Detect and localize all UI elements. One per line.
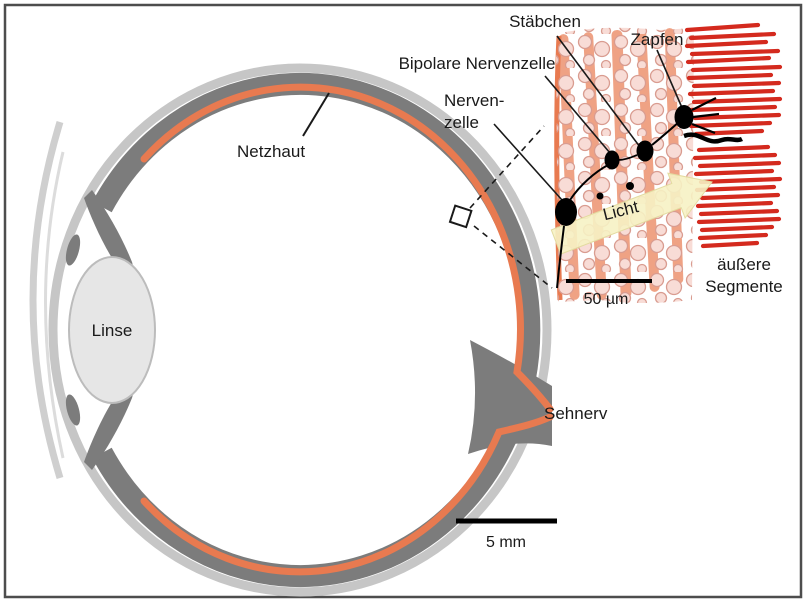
outer-segments-top [684, 22, 783, 137]
synapse-dot-1 [626, 182, 634, 190]
iris-bottom [65, 394, 81, 426]
cone-pedicle [683, 132, 744, 144]
ciliary-body-bottom [84, 387, 133, 470]
outer-segments-bottom [692, 144, 783, 249]
cone-cell-body [674, 105, 694, 129]
lens-label: Linse [92, 321, 133, 340]
retina-label: Netzhaut [237, 142, 305, 161]
cell-body-layer [556, 27, 694, 303]
cornea-outer-line [29, 120, 64, 480]
retina-line-upper [140, 83, 554, 413]
ganglion-cell-body [555, 198, 577, 226]
zoom-dashed-line-top [469, 125, 545, 209]
zoom-dashed-line-bottom [473, 225, 553, 289]
nerve-cell-label-line2: zelle [444, 113, 479, 132]
cone-fan [691, 97, 720, 135]
retina-pointer-line [302, 92, 330, 137]
cones-pointer-line [656, 49, 684, 111]
nerve-cell-pointer-line [493, 123, 563, 201]
bipolar-cell-label: Bipolare Nervenzelle [399, 54, 556, 73]
rods-pointer-line [556, 35, 641, 148]
inset-scale-label: 50 µm [584, 291, 629, 308]
sclera-outer-ring [48, 63, 552, 597]
cornea-inner-line [44, 151, 65, 459]
outer-segments-label-line1: äußere [717, 255, 771, 274]
ciliary-body-top [84, 190, 133, 273]
ganglion-dendrite [569, 164, 609, 201]
synapse-dot-2 [596, 192, 604, 200]
cones-label: Zapfen [631, 30, 684, 49]
rod-cell-body [636, 140, 654, 162]
ganglion-axon [556, 225, 565, 289]
figure-border [3, 3, 803, 599]
nerve-cell-label-line1: Nerven- [444, 91, 504, 110]
eye-scale-label: 5 mm [486, 534, 526, 551]
rods-label: Stäbchen [509, 12, 581, 31]
outer-segments-label-line2: Segmente [705, 277, 783, 296]
optic-nerve-label: Sehnerv [544, 404, 608, 423]
inset-nerve-cells [493, 35, 744, 289]
bipolar-cell-body [604, 150, 620, 170]
retina-line-lower [140, 413, 554, 576]
bipolar-pointer-line [544, 75, 611, 154]
iris-top [65, 234, 81, 266]
zoom-region-marker [448, 204, 473, 229]
lens-shape [68, 256, 156, 404]
eye-cross-section: Linse Netzhaut Sehnerv 5 mm [29, 63, 608, 597]
retina-inset: Licht Stäbchen Zapfen [399, 12, 783, 308]
